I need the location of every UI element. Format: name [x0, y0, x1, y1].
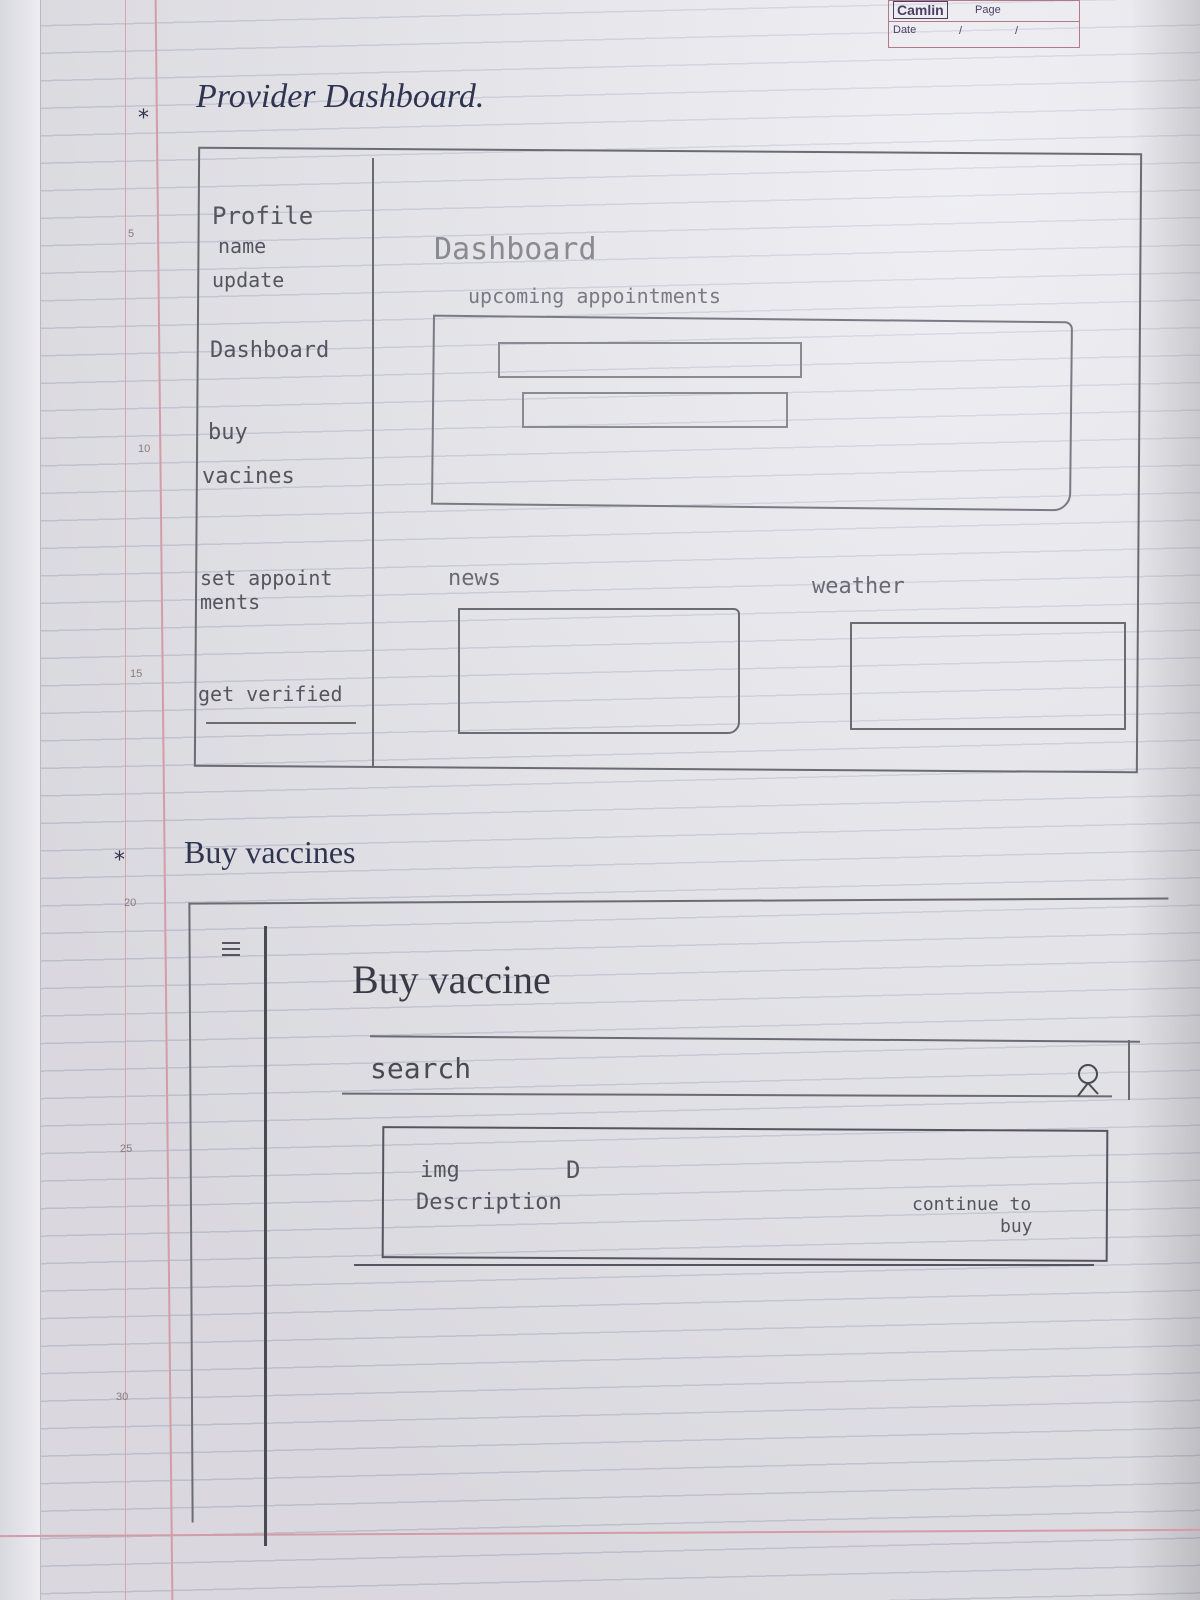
search-icon[interactable]	[1074, 1062, 1102, 1098]
card-shadow-line	[354, 1264, 1094, 1266]
search-input[interactable]: search	[370, 1052, 472, 1085]
sidebar-item-label: ments	[200, 590, 261, 614]
vaccine-id-mark: D	[566, 1156, 581, 1184]
weather-label: weather	[812, 574, 905, 599]
page-edge-shadow	[1130, 0, 1200, 1600]
sidebar-divider	[264, 926, 267, 1546]
line-number: 25	[120, 1143, 133, 1155]
profile-name: name	[218, 234, 267, 258]
sidebar-item-get-verified[interactable]: get verified	[198, 682, 343, 706]
page-title: Buy vaccine	[352, 957, 551, 1002]
sidebar-item-label: vacines	[202, 464, 295, 489]
sidebar-item-dashboard[interactable]: Dashboard	[210, 338, 330, 363]
date-separator: /	[1015, 25, 1019, 37]
vaccine-image-placeholder: img	[420, 1158, 460, 1183]
profile-update[interactable]: update	[212, 268, 285, 292]
news-widget	[458, 608, 740, 734]
line-number: 5	[128, 228, 135, 240]
line-number: 10	[138, 443, 151, 455]
previous-page-edge	[0, 0, 41, 1600]
date-label: Date	[893, 24, 917, 36]
margin-line-outer	[125, 0, 126, 1600]
vaccine-description: Description	[416, 1190, 562, 1215]
appointment-item[interactable]	[498, 342, 802, 378]
bullet-star: *	[138, 106, 149, 131]
margin-line	[154, 0, 174, 1600]
upcoming-appointments-label: upcoming appointments	[468, 284, 721, 308]
page-label: Page	[975, 4, 1001, 16]
brand-divider	[889, 21, 1079, 22]
line-number: 20	[124, 897, 137, 909]
section-heading: Buy vaccines	[184, 834, 356, 870]
sidebar-item-label: buy	[208, 420, 248, 445]
notebook-brand-box: Camlin Page Date / /	[888, 0, 1080, 48]
section-heading: Provider Dashboard.	[196, 78, 485, 115]
line-number: 30	[116, 1391, 129, 1403]
button-label: buy	[1000, 1216, 1033, 1237]
dashboard-title: Dashboard	[434, 232, 597, 267]
bottom-margin-line	[0, 1528, 1200, 1538]
button-label: continue to	[912, 1194, 1032, 1215]
sidebar-underline	[206, 722, 356, 724]
menu-icon[interactable]	[222, 938, 240, 958]
sidebar-item-label: set appoint	[200, 566, 333, 590]
brand-logo: Camlin	[893, 1, 948, 19]
news-label: news	[448, 566, 501, 591]
sidebar-divider	[372, 158, 374, 768]
bullet-star: *	[114, 848, 125, 873]
weather-widget	[850, 622, 1126, 730]
line-number: 15	[130, 668, 143, 680]
appointment-item[interactable]	[522, 392, 788, 428]
profile-title: Profile	[212, 202, 314, 230]
date-separator: /	[959, 25, 963, 37]
search-bar-right-edge	[1128, 1040, 1130, 1100]
